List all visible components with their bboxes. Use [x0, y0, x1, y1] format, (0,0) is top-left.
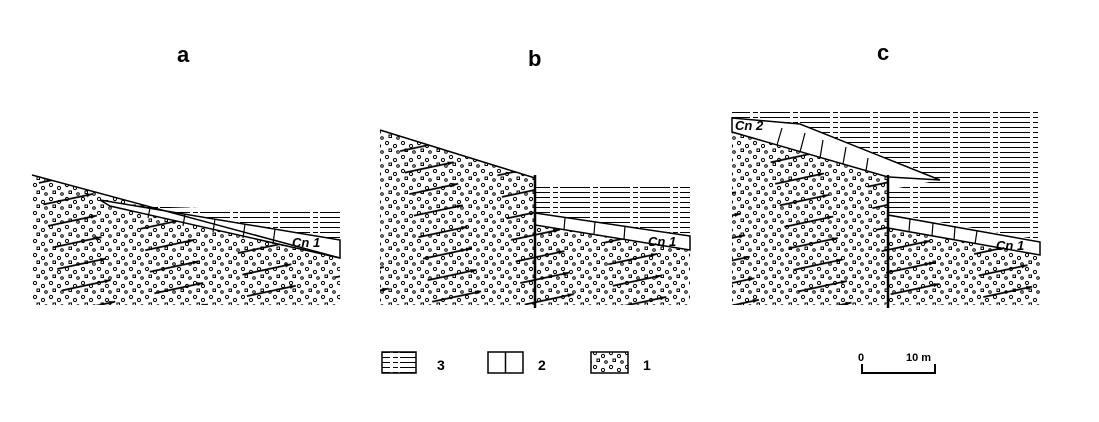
legend-swatch-lines — [381, 351, 417, 374]
strat-right — [535, 225, 690, 305]
contact-label: Cn 1 — [648, 234, 676, 249]
water-layer — [732, 110, 1040, 240]
strat-lines — [32, 175, 340, 305]
panel-b: b Cn 1 — [379, 46, 691, 308]
contact-label: Cn 2 — [735, 118, 764, 133]
water-layer — [535, 183, 690, 236]
legend-label: 3 — [437, 357, 445, 373]
panel-label: a — [177, 42, 190, 67]
scale-end: 10 m — [906, 352, 931, 364]
contact-label: Cn 1 — [996, 238, 1024, 253]
legend-swatch-dots — [590, 351, 629, 374]
panel-c: c Cn 2 Cn 1 — [731, 40, 1041, 308]
scale-bar: 0 10 m — [858, 352, 936, 374]
contact-label: Cn 1 — [292, 235, 320, 250]
legend: 3 2 1 — [381, 351, 651, 374]
panel-a: a Cn 1 — [31, 42, 341, 305]
block-layer-upper — [731, 117, 941, 181]
scale-start: 0 — [858, 352, 864, 364]
panel-label: b — [528, 46, 541, 71]
legend-label: 1 — [643, 357, 651, 373]
panel-label: c — [877, 40, 889, 65]
strat-right — [888, 228, 1040, 305]
strat-left — [732, 132, 888, 305]
legend-label: 2 — [538, 357, 546, 373]
strat-left — [380, 130, 535, 305]
